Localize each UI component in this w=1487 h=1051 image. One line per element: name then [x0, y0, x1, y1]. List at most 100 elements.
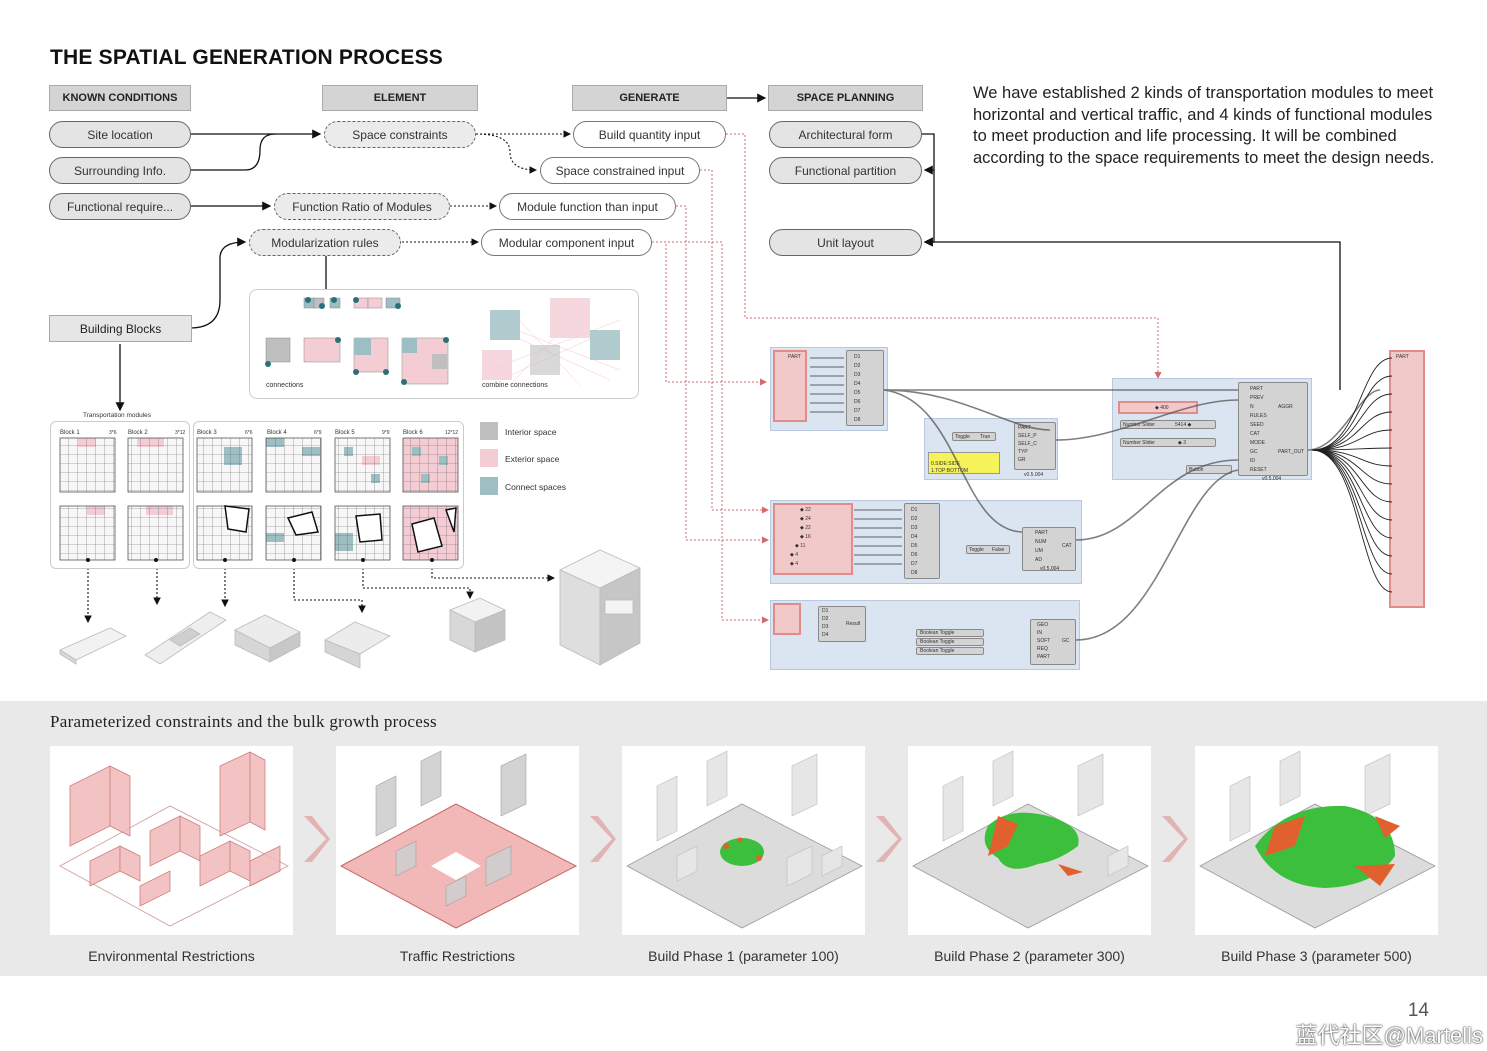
chevron-right-icon: [1162, 816, 1188, 862]
gh-bool-toggle-3[interactable]: [916, 647, 984, 655]
gh-bool-toggle-3-label: Boolean Toggle: [920, 648, 955, 654]
phase-label-2: Traffic Restrictions: [399, 948, 516, 964]
gh-cat-in-ad: AD: [1035, 557, 1042, 563]
gh-stack-val-1: ◆ 24: [800, 516, 811, 522]
gh-main-in-1: PREV: [1250, 395, 1264, 401]
flow-connectors: [84, 93, 1341, 624]
block-3-size: 6*6: [245, 430, 253, 436]
gh-g2-out-d2: D2: [911, 516, 918, 522]
gh-n-value: ◆ 400: [1155, 405, 1169, 411]
gh-bool-toggle-2[interactable]: [916, 638, 984, 646]
phase-image-1: [50, 746, 293, 935]
gh-g3-d3: D3: [822, 624, 829, 630]
planning-architectural-form: Architectural form: [769, 121, 922, 148]
gh-main-in-2: N: [1250, 404, 1254, 410]
gh-main-in-0: PART: [1250, 386, 1263, 392]
gh-panel-line-1: 0.SIDE:SIDE: [931, 461, 960, 467]
gh-toggle-2[interactable]: [966, 545, 1010, 554]
gh-g2-out-d5: D5: [911, 543, 918, 549]
gh-geometry-input: [773, 603, 801, 635]
gh-stack-val-0: ◆ 22: [800, 507, 811, 513]
gh-out-d7: D7: [854, 408, 861, 414]
gh-toggle-label-mid: Toggle: [955, 434, 970, 440]
gh-cat-version: v0.5.004: [1040, 566, 1060, 572]
element-space-constraints: Space constraints: [324, 121, 476, 148]
legend-interior-swatch: [480, 422, 498, 440]
gh-bool-toggle-1[interactable]: [916, 629, 984, 637]
gh-out-d8: D8: [854, 417, 861, 423]
gh-out-d4: D4: [854, 381, 861, 387]
watermark: 蓝代社区@Martells: [1295, 1023, 1483, 1048]
connections-caption: connections: [266, 382, 304, 389]
gh-main-in-4: SEED: [1250, 422, 1264, 428]
block-4-name: Block 4: [267, 430, 287, 436]
gh-part-label-1: PART: [788, 354, 801, 360]
gh-output-list: [1389, 350, 1425, 608]
phase-image-3: [622, 746, 865, 935]
gh-result-component[interactable]: [818, 606, 866, 642]
phase-label-4: Build Phase 2 (parameter 300): [934, 948, 1125, 964]
building-blocks-box: Building Blocks: [49, 315, 192, 342]
gh-mid-in-typ: TYP: [1018, 449, 1028, 455]
gh-gc-in-in: IN: [1037, 630, 1042, 636]
gh-mid-in-selfc: SELF_C: [1018, 441, 1037, 447]
known-functional-require: Functional require...: [49, 193, 191, 220]
planning-functional-partition: Functional partition: [769, 157, 922, 184]
gh-slider-2[interactable]: [1120, 438, 1216, 447]
gh-out-d1: D1: [854, 354, 861, 360]
gh-explode-component-1[interactable]: [846, 350, 884, 426]
gh-aggregate-component[interactable]: [1238, 382, 1308, 476]
gh-toggle-mid[interactable]: [952, 432, 996, 441]
growth-title: Parameterized constraints and the bulk g…: [50, 712, 437, 731]
block-6-name: Block 6: [403, 430, 423, 436]
gh-part-input-1: [773, 350, 807, 422]
gh-main-out-part: PART_OUT: [1278, 449, 1305, 455]
planning-unit-layout: Unit layout: [769, 229, 922, 256]
gh-gc-component[interactable]: [1030, 619, 1076, 665]
gh-out-d6: D6: [854, 399, 861, 405]
gh-slider-2-label: Number Slider: [1123, 440, 1155, 446]
block-5-name: Block 5: [335, 430, 355, 436]
gh-g2-out-d6: D6: [911, 552, 918, 558]
block-1-name: Block 1: [60, 430, 80, 436]
gh-main-in-6: MODE: [1250, 440, 1265, 446]
gh-mid-in-selfp: SELF_P: [1018, 433, 1037, 439]
gh-out-d5: D5: [854, 390, 861, 396]
gh-category-component[interactable]: [1022, 527, 1076, 571]
block-2-name: Block 2: [128, 430, 148, 436]
phase-label-3: Build Phase 1 (parameter 100): [648, 948, 839, 964]
gh-gc-in-req: REQ: [1037, 646, 1048, 652]
gh-gc-in-part: PART: [1037, 654, 1050, 660]
generate-space-constrained: Space constrained input: [540, 157, 700, 184]
phase-image-4: [908, 746, 1151, 935]
gh-cat-in-num: NUM: [1035, 539, 1047, 545]
module-connection-graphic: [265, 297, 621, 386]
gh-explode-component-2[interactable]: [904, 503, 940, 579]
gh-main-version: v0.5.004: [1262, 476, 1282, 482]
module-connection-panel: connections combine connections: [249, 289, 639, 399]
phase-label-1: Environmental Restrictions: [88, 948, 255, 964]
gh-slider-1[interactable]: [1120, 420, 1216, 429]
header-element: ELEMENT: [322, 85, 478, 111]
gh-button[interactable]: [1186, 465, 1232, 474]
block-4-size: 6*9: [314, 430, 322, 436]
gh-slider-1-value: 5414 ◆: [1175, 422, 1192, 428]
gh-slider-1-label: Number Slider: [1123, 422, 1155, 428]
gh-main-in-7: GC: [1250, 449, 1258, 455]
gh-stack-val-4: ◆ 11: [795, 543, 806, 549]
description-text: We have established 2 kinds of transport…: [973, 84, 1435, 167]
gh-slider-2-value: ◆ 3: [1178, 440, 1187, 446]
block-5-size: 9*9: [382, 430, 390, 436]
header-space-planning: SPACE PLANNING: [768, 85, 923, 111]
gh-main-in-9: RESET: [1250, 467, 1267, 473]
gh-gc-out: GC: [1062, 638, 1070, 644]
gh-main-in-3: RULES: [1250, 413, 1267, 419]
gh-stack-sliders[interactable]: [773, 503, 853, 575]
header-known-conditions: KNOWN CONDITIONS: [49, 85, 191, 111]
header-generate: GENERATE: [572, 85, 727, 111]
gh-g2-out-d4: D4: [911, 534, 918, 540]
element-function-ratio: Function Ratio of Modules: [274, 193, 450, 220]
chevron-right-icon: [590, 816, 616, 862]
gh-out-d3: D3: [854, 372, 861, 378]
gh-g3-d2: D2: [822, 616, 829, 622]
